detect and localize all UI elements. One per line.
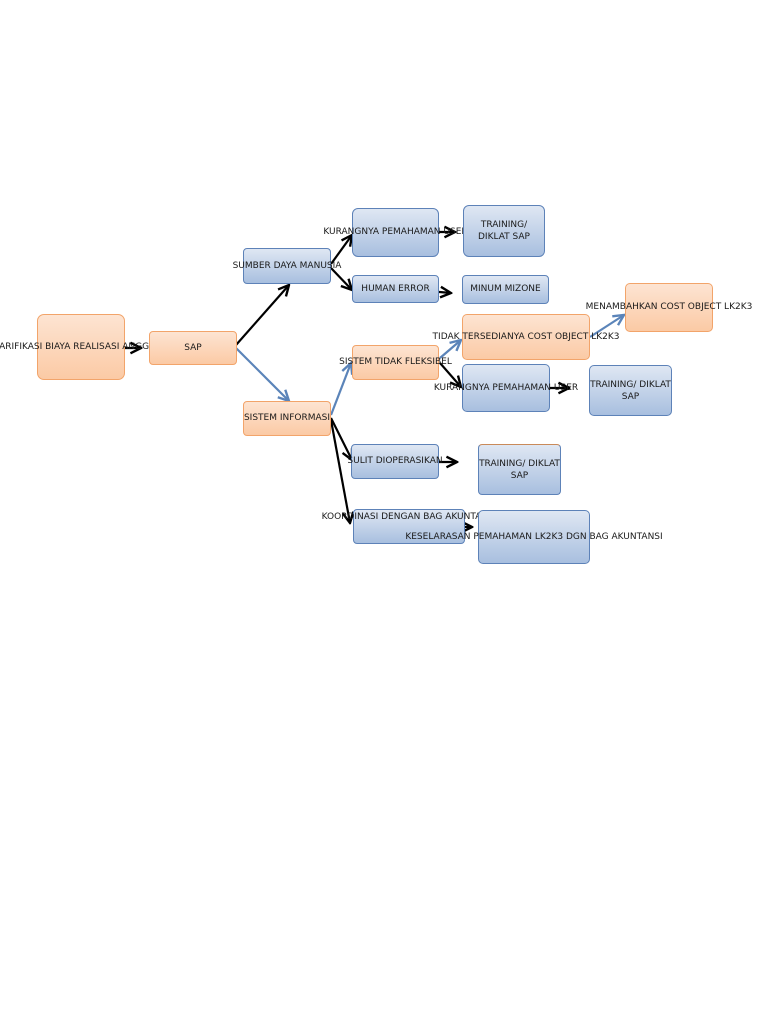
node-human-error-label: HUMAN ERROR — [361, 283, 430, 294]
node-minum-mizone-label: MINUM MIZONE — [470, 284, 541, 294]
node-training-diklat-sap-2: TRAINING/ DIKLAT SAP — [589, 365, 672, 416]
node-kurangnya-pemahaman-user-2: KURANGNYA PEMAHAMAN USER — [434, 364, 578, 412]
node-training-diklat-sap-1-label: TRAINING/ DIKLAT SAP — [478, 220, 530, 242]
node-sulit-dioperasikan: SULIT DIOPERASIKAN — [347, 444, 443, 479]
node-sistem-tidak-fleksibel: SISTEM TIDAK FLEKSIBEL — [339, 345, 452, 380]
node-sap-label: SAP — [184, 342, 202, 353]
node-koordinasi-bag-akuntansi: KOORDINASI DENGAN BAG AKUNTANSI — [322, 509, 496, 544]
node-minum-mizone: MINUM MIZONE — [462, 275, 549, 304]
node-kurangnya-pemahaman-user-2-label: KURANGNYA PEMAHAMAN USER — [433, 382, 579, 393]
node-sistem-informasi: SISTEM INFORMASI — [243, 401, 331, 436]
node-keselarasan-pemahaman: KESELARASAN PEMAHAMAN LK2K3 DGN BAG AKUN… — [405, 510, 663, 564]
node-kurangnya-pemahaman-user-1-label: KURANGNYA PEMAHAMAN USER — [323, 227, 468, 237]
node-sap: SAP — [149, 331, 237, 365]
node-training-diklat-sap-1: TRAINING/ DIKLAT SAP — [463, 205, 545, 257]
arrow-sap-to-si — [235, 347, 289, 401]
node-training-diklat-sap-2-label: TRAINING/ DIKLAT SAP — [590, 379, 671, 402]
arrow-si-to-koordinasi — [329, 419, 350, 523]
arrow-si-to-tidak-fleksibel — [329, 363, 351, 416]
node-sistem-informasi-label: SISTEM INFORMASI — [243, 413, 331, 423]
node-sumber-daya-manusia-label: SUMBER DAYA MANUSIA — [232, 260, 342, 271]
node-kurangnya-pemahaman-user-1: KURANGNYA PEMAHAMAN USER — [323, 208, 468, 257]
node-training-diklat-sap-3: TRAINING/ DIKLAT SAP — [478, 444, 561, 495]
node-klarifikasi-biaya-label: KLARIFIKASI BIAYA REALISASI ANGGARAN — [0, 341, 175, 352]
node-menambahkan-cost-object-label: MENAMBAHKAN COST OBJECT LK2K3 — [585, 302, 753, 312]
node-keselarasan-pemahaman-label: KESELARASAN PEMAHAMAN LK2K3 DGN BAG AKUN… — [405, 531, 663, 542]
node-tidak-tersedianya-cost-object-label: TIDAK TERSEDIANYA COST OBJECT LK2K3 — [432, 331, 620, 342]
node-klarifikasi-biaya: KLARIFIKASI BIAYA REALISASI ANGGARAN — [0, 314, 174, 380]
node-sistem-tidak-fleksibel-label: SISTEM TIDAK FLEKSIBEL — [339, 357, 452, 367]
node-sumber-daya-manusia: SUMBER DAYA MANUSIA — [233, 248, 341, 284]
node-menambahkan-cost-object: MENAMBAHKAN COST OBJECT LK2K3 — [586, 283, 752, 332]
node-sulit-dioperasikan-label: SULIT DIOPERASIKAN — [347, 456, 443, 466]
arrow-si-to-sulit — [330, 417, 352, 460]
node-tidak-tersedianya-cost-object: TIDAK TERSEDIANYA COST OBJECT LK2K3 — [433, 314, 619, 360]
node-training-diklat-sap-3-label: TRAINING/ DIKLAT SAP — [479, 458, 560, 481]
node-koordinasi-bag-akuntansi-label: KOORDINASI DENGAN BAG AKUNTANSI — [321, 512, 497, 522]
arrow-sap-to-sdm — [235, 285, 289, 346]
node-human-error: HUMAN ERROR — [352, 275, 439, 303]
